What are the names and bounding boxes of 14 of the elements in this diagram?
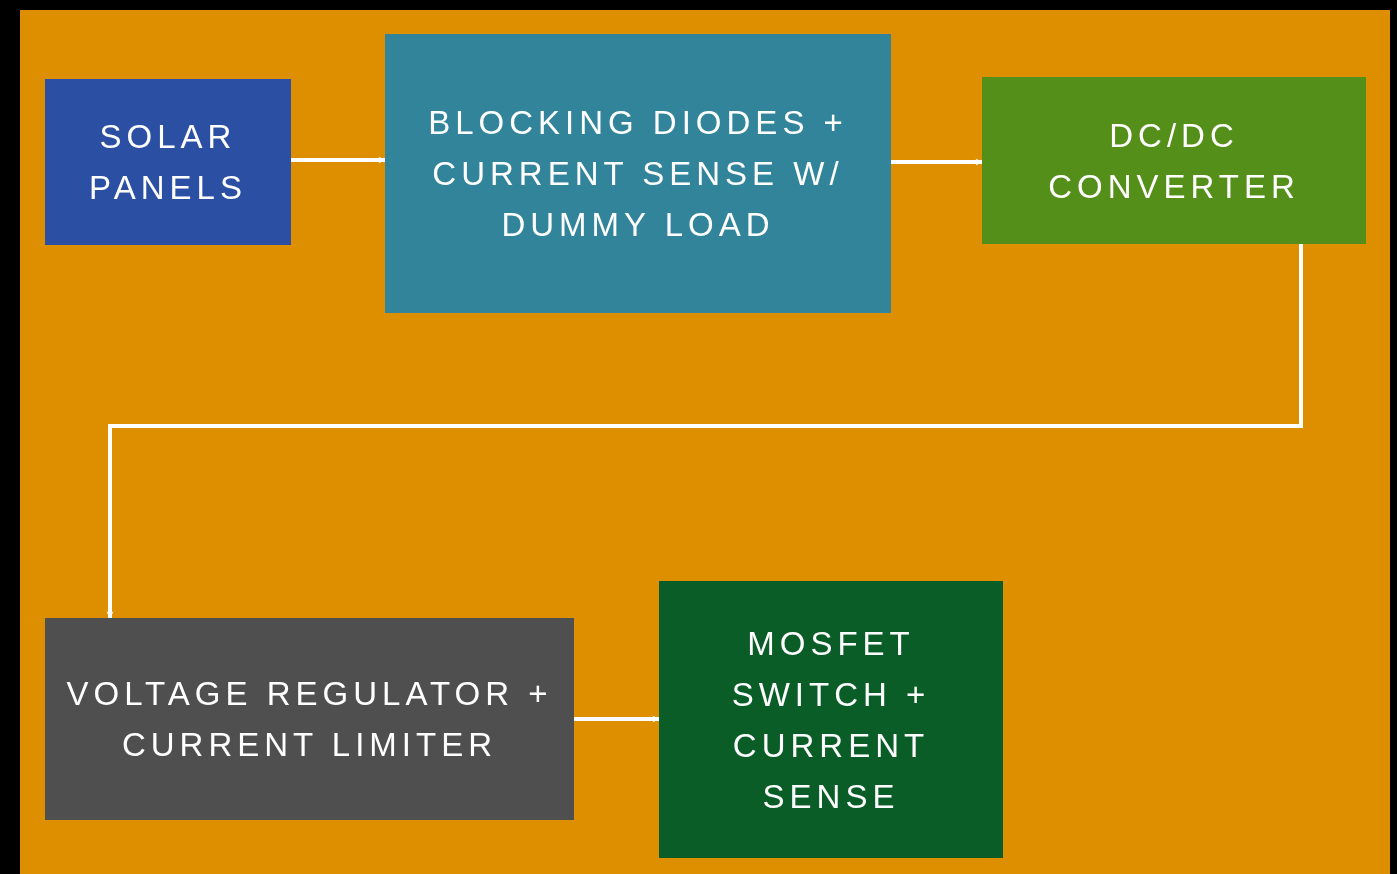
arrow — [291, 156, 386, 164]
process-box — [45, 79, 291, 245]
box-label: MOSFET SWITCH + CURRENT SENSE — [730, 623, 932, 817]
box-label: SOLAR PANELS — [88, 117, 248, 208]
box-label: BLOCKING DIODES + CURRENT SENSE W/ DUMMY LOAD — [427, 103, 849, 245]
box-label: DC/DC CONVERTER — [1047, 115, 1301, 207]
process-box — [982, 77, 1366, 244]
arrow — [106, 244, 1303, 619]
arrow — [891, 158, 983, 166]
arrow — [574, 715, 660, 723]
process-box — [659, 581, 1003, 858]
box-label: VOLTAGE REGULATOR + CURRENT LIMITER — [65, 674, 554, 765]
process-box — [45, 618, 574, 820]
process-box — [385, 34, 891, 313]
